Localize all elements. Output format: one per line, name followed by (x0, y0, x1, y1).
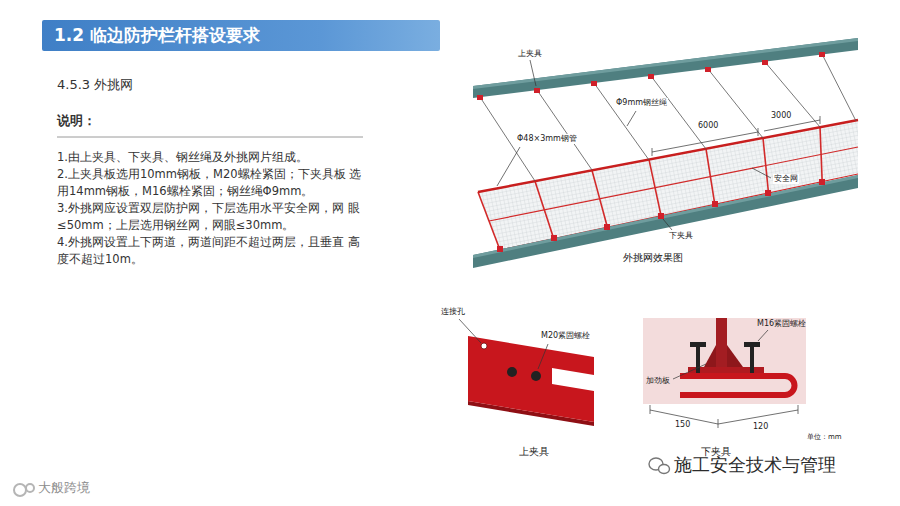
dimension-tick (718, 419, 719, 428)
logo-icon (26, 484, 34, 492)
wire-rope (537, 90, 592, 170)
stiffener-plate (727, 345, 743, 367)
unit-note: 单位：mm (806, 433, 843, 441)
upper-beam-highlight (473, 38, 858, 89)
wire-rope (594, 83, 649, 160)
clamp (762, 60, 768, 65)
logo-icon (14, 484, 26, 496)
dimension-tick (758, 128, 759, 136)
part-label: M16紧固螺栓 (757, 319, 806, 329)
part-label: 连接孔 (440, 307, 466, 317)
clamp (658, 213, 664, 219)
wire-rope (765, 62, 820, 127)
note-item: 2.上夹具板选用10mm钢板，M20螺栓紧固；下夹具板 选用14mm钢板，M16… (57, 166, 369, 200)
bolt (507, 367, 517, 377)
wechat-icon (659, 465, 670, 474)
leader-line (497, 147, 520, 186)
separator-line (57, 137, 363, 138)
upper-beam (473, 38, 858, 98)
clamp (604, 224, 610, 230)
lower-beam (473, 175, 858, 268)
clamp (765, 190, 771, 196)
leader-line (459, 319, 481, 343)
leader-line (673, 364, 706, 379)
wire-ropes (480, 54, 856, 181)
bolt-shank (696, 345, 700, 373)
dimension-lines (652, 116, 820, 156)
note-item: 4.外挑网设置上下两道，两道间距不超过两层，且垂直 高度不超过10m。 (57, 234, 369, 268)
clamp (591, 81, 597, 86)
clamp (551, 235, 557, 241)
part-label: M20紧固螺栓 (540, 331, 591, 341)
dimension: 150 (674, 420, 691, 430)
part-label: 下夹具 (668, 231, 694, 241)
part-label: 加劲板 (646, 376, 670, 386)
leader-line (530, 60, 536, 86)
lower-clamp-ground (643, 318, 806, 404)
bolt-head (744, 342, 760, 347)
net-inner-edge (500, 174, 858, 250)
clamp (477, 95, 483, 100)
note-heading: 说明： (57, 113, 96, 128)
clamp (534, 88, 540, 93)
section-heading: 4.5.3 外挑网 (57, 77, 133, 93)
part-label: 安全网 (773, 174, 799, 184)
steel-tube (478, 120, 858, 192)
leader-line (663, 219, 672, 230)
leader-line (627, 111, 636, 126)
dimension: 6000 (697, 121, 719, 131)
note-item: 3.外挑网应设置双层防护网，下层选用水平安全网，网 眼≤50mm；上层选用钢丝网… (57, 200, 369, 234)
net-middle-bar (489, 147, 858, 221)
clamp (497, 246, 503, 252)
stiffener-plate (704, 345, 716, 367)
safety-net (478, 120, 858, 250)
safety-net-mesh (478, 120, 858, 250)
connection-hole (481, 343, 487, 349)
clamp (648, 74, 654, 79)
leader-line (538, 344, 548, 369)
c-bracket (680, 373, 798, 398)
leader-line (758, 330, 768, 341)
leader-lines (459, 319, 548, 369)
clamp (712, 201, 718, 207)
dimension-tick (798, 405, 799, 414)
steel-tube-column (716, 318, 727, 367)
wire-rope (822, 54, 856, 121)
note-item: 1.由上夹具、下夹具、钢丝绳及外挑网片组成。 (57, 149, 369, 166)
watermark: 大般跨境 (38, 480, 90, 496)
bolt-shank (750, 345, 754, 373)
lower-clamps (497, 179, 825, 252)
dimension-tick (820, 116, 821, 124)
wire-rope (651, 76, 706, 149)
watermark: 施工安全技术与管理 (674, 454, 836, 476)
part-label: Φ9mm钢丝绳 (615, 98, 668, 108)
lower-beam-highlight (473, 175, 858, 258)
upper-clamp-plate (468, 336, 594, 422)
figure-caption: 上夹具 (518, 446, 550, 458)
leader-lines (650, 330, 798, 428)
dimension-tick (650, 405, 651, 414)
leader-line (752, 168, 771, 178)
clamp (819, 179, 825, 185)
dimension-tick (652, 148, 653, 156)
clamp (705, 67, 711, 72)
bolt (531, 371, 541, 381)
bolt-head (690, 342, 706, 347)
figure-caption: 外挑网效果图 (622, 252, 684, 264)
dimension-line (764, 120, 820, 131)
dimension: 120 (752, 422, 769, 432)
clamp (819, 52, 825, 57)
upper-clamps (477, 52, 825, 100)
part-label: Φ48×3mm钢管 (516, 134, 578, 144)
dimension-line (652, 132, 758, 152)
leader-lines (497, 60, 771, 230)
slide-title: 1.2 临边防护栏杆搭设要求 (42, 20, 260, 51)
part-label: 上夹具 (517, 49, 543, 59)
title-banner: 1.2 临边防护栏杆搭设要求 (42, 20, 440, 51)
dimension: 3000 (770, 111, 792, 121)
